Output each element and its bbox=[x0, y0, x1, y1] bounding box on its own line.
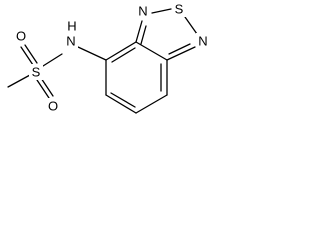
bond-c5-c6 bbox=[105, 94, 137, 114]
bond-s-o-bottom-a bbox=[36, 79, 50, 99]
atom-o-top: O bbox=[16, 29, 26, 44]
atom-s-sulfonyl: S bbox=[32, 65, 41, 80]
bond-s-o-top-a bbox=[20, 46, 34, 66]
atom-n-ring-top: N bbox=[138, 4, 147, 19]
bond-n-c4 bbox=[77, 46, 107, 61]
atom-o-bottom: O bbox=[48, 99, 58, 114]
bond-c3a-n3 bbox=[135, 20, 143, 43]
bond-n1-c7a-inner bbox=[168, 43, 191, 55]
atom-labels: S O O N H N S N bbox=[14, 1, 210, 114]
bond-c3a-c4 bbox=[105, 41, 137, 61]
bond-s-n bbox=[42, 53, 63, 67]
bond-n1-c7a bbox=[166, 46, 196, 61]
bond-methyl-s bbox=[7, 74, 31, 88]
atom-n-ring-right: N bbox=[198, 34, 207, 49]
bond-n3-s bbox=[151, 8, 172, 14]
atom-s-ring: S bbox=[175, 2, 184, 17]
bond-c3a-c4-inner bbox=[111, 47, 136, 63]
atom-n-amide: N bbox=[66, 34, 75, 49]
bond-s-o-top-b bbox=[24, 44, 38, 64]
bond-s-o-bottom-b bbox=[40, 77, 54, 97]
bonds bbox=[7, 8, 198, 114]
bond-s-n1 bbox=[184, 16, 198, 35]
bond-c7a-c3a bbox=[135, 41, 168, 61]
molecule-diagram: S O O N H N S N bbox=[7, 1, 210, 114]
structure-canvas: S O O N H N S N bbox=[0, 0, 214, 134]
atom-h-amide: H bbox=[67, 19, 76, 34]
bond-c5-c6-inner bbox=[110, 92, 136, 108]
bond-c6-c7 bbox=[135, 94, 168, 114]
bond-c3a-n3-inner bbox=[140, 25, 147, 45]
